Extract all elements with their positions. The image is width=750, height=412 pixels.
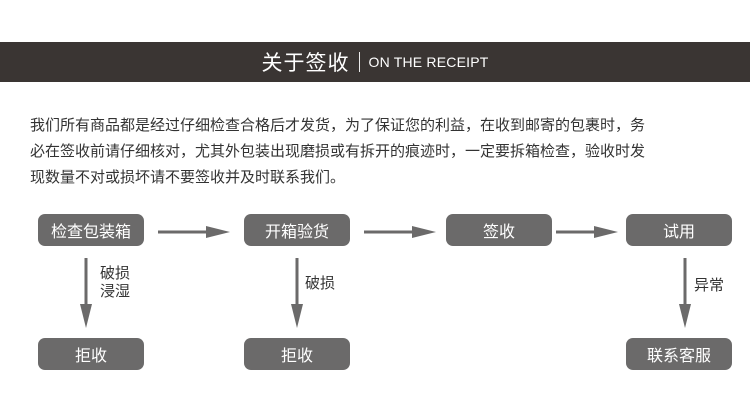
arrow-down-1 [80, 258, 92, 328]
arrow-down-3 [679, 258, 691, 328]
step-reject-1: 拒收 [38, 338, 144, 370]
header-bar: 关于签收 ON THE RECEIPT [0, 42, 750, 82]
branch-label-abnormal: 异常 [694, 276, 725, 294]
step-open-inspect: 开箱验货 [244, 214, 350, 246]
arrow-right-3 [556, 226, 618, 238]
step-reject-2: 拒收 [244, 338, 350, 370]
step-check-package: 检查包装箱 [38, 214, 144, 246]
header-subtitle: ON THE RECEIPT [368, 54, 489, 70]
notice-line: 我们所有商品都是经过仔细检查合格后才发货，为了保证您的利益，在收到邮寄的包裹时，… [30, 116, 646, 134]
header-divider [359, 52, 361, 72]
notice-paragraph: 我们所有商品都是经过仔细检查合格后才发货，为了保证您的利益，在收到邮寄的包裹时，… [30, 112, 730, 190]
step-contact-service: 联系客服 [626, 338, 732, 370]
notice-line: 必在签收前请仔细核对，尤其外包装出现磨损或有拆开的痕迹时，一定要拆箱检查，验收时… [30, 142, 646, 160]
step-trial: 试用 [626, 214, 732, 246]
arrow-right-2 [364, 226, 436, 238]
arrow-right-1 [158, 226, 230, 238]
step-sign: 签收 [446, 214, 552, 246]
notice-line: 现数量不对或损坏请不要签收并及时联系我们。 [30, 168, 346, 186]
branch-label-damaged-wet: 破损 浸湿 [100, 264, 131, 300]
header-title: 关于签收 [261, 51, 350, 75]
arrow-down-2 [291, 258, 303, 328]
branch-label-damaged: 破损 [305, 274, 336, 292]
